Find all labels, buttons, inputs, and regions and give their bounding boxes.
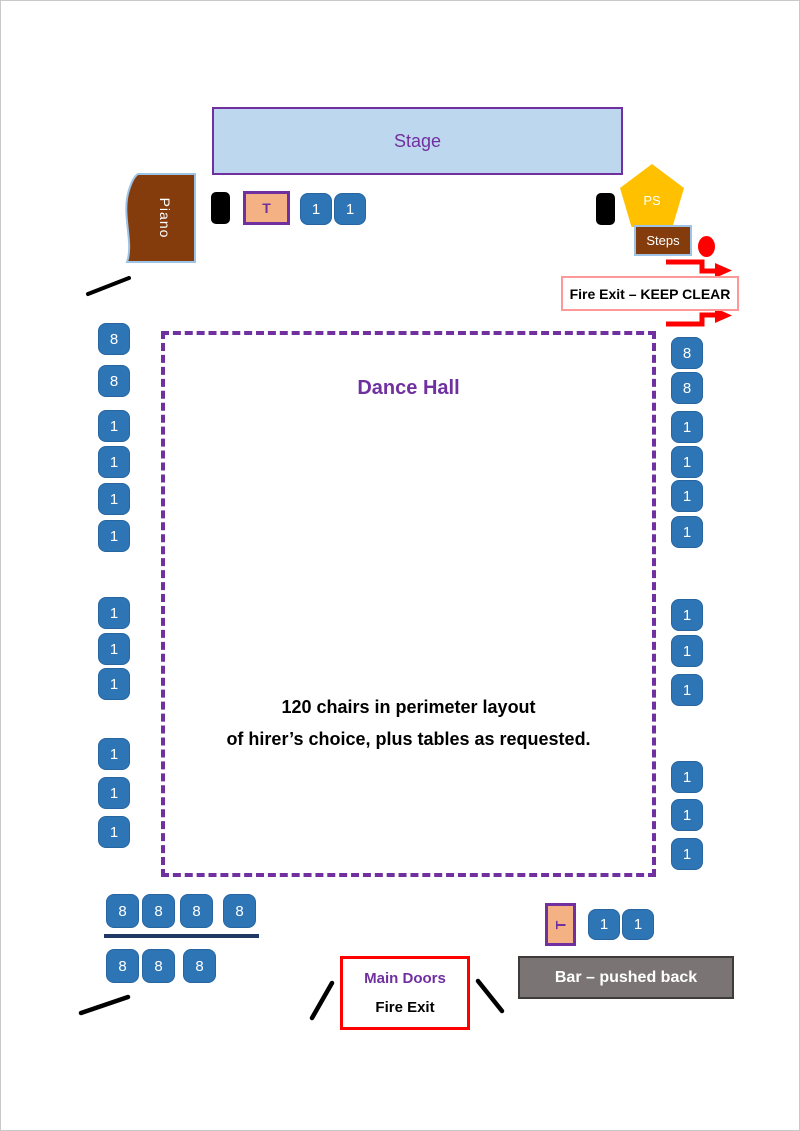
bar-table-label: T bbox=[552, 920, 569, 929]
door-swing-line-doors-right bbox=[475, 978, 505, 1014]
chair-left-10: 1 bbox=[98, 738, 130, 770]
chair-right-10: 1 bbox=[671, 761, 703, 793]
door-swing-line-bottom-left bbox=[78, 994, 131, 1016]
main-doors-fire-exit-label: Fire Exit bbox=[375, 998, 435, 1016]
stage-table: T bbox=[243, 191, 290, 225]
chair-left-5: 1 bbox=[98, 483, 130, 515]
bar-label: Bar – pushed back bbox=[554, 968, 698, 986]
ps-marker: PS bbox=[620, 164, 684, 227]
chair-right-9: 1 bbox=[671, 674, 703, 706]
stage: Stage bbox=[212, 107, 623, 175]
chair-right-11: 1 bbox=[671, 799, 703, 831]
chair-right-7: 1 bbox=[671, 599, 703, 631]
door-swing-line-doors-left bbox=[309, 980, 335, 1021]
chair-bottom-upper-1: 8 bbox=[106, 894, 139, 928]
main-doors-sign: Main Doors Fire Exit bbox=[340, 956, 470, 1030]
fire-exit-arrow-bottom bbox=[666, 308, 732, 327]
capacity-note-line2: of hirer’s choice, plus tables as reques… bbox=[226, 729, 591, 749]
chair-bottom-upper-2: 8 bbox=[142, 894, 175, 928]
stage-table-label: T bbox=[262, 200, 271, 216]
bar-table: T bbox=[545, 903, 576, 946]
chair-bar-2: 1 bbox=[622, 909, 654, 940]
chair-left-6: 1 bbox=[98, 520, 130, 552]
fire-exit-arrow-top bbox=[666, 259, 732, 278]
chair-left-1: 8 bbox=[98, 323, 130, 355]
chair-left-8: 1 bbox=[98, 633, 130, 665]
ps-label: PS bbox=[643, 193, 661, 208]
chair-bottom-lower-2: 8 bbox=[142, 949, 175, 983]
chair-bottom-lower-1: 8 bbox=[106, 949, 139, 983]
chair-left-7: 1 bbox=[98, 597, 130, 629]
chair-left-11: 1 bbox=[98, 777, 130, 809]
piano-shape bbox=[125, 173, 196, 263]
steps-label: Steps bbox=[646, 233, 680, 248]
chair-bottom-lower-3: 8 bbox=[183, 949, 216, 983]
chair-left-3: 1 bbox=[98, 410, 130, 442]
dance-hall-area bbox=[161, 331, 656, 877]
stage-label: Stage bbox=[393, 130, 442, 151]
divider-line bbox=[104, 934, 259, 938]
bar: Bar – pushed back bbox=[518, 956, 734, 999]
chair-bottom-upper-4: 8 bbox=[223, 894, 256, 928]
speaker-block-left bbox=[211, 192, 230, 224]
chair-left-4: 1 bbox=[98, 446, 130, 478]
chair-bar-1: 1 bbox=[588, 909, 620, 940]
chair-right-6: 1 bbox=[671, 516, 703, 548]
chair-right-1: 8 bbox=[671, 337, 703, 369]
chair-right-4: 1 bbox=[671, 446, 703, 478]
fire-exit-sign: Fire Exit – KEEP CLEAR bbox=[561, 276, 739, 311]
piano-label: Piano bbox=[157, 197, 173, 239]
speaker-block-right bbox=[596, 193, 615, 225]
chair-stage-1: 1 bbox=[300, 193, 332, 225]
chair-stage-2: 1 bbox=[334, 193, 366, 225]
chair-left-12: 1 bbox=[98, 816, 130, 848]
steps: Steps bbox=[634, 225, 692, 256]
chair-left-2: 8 bbox=[98, 365, 130, 397]
door-swing-line-top-left bbox=[86, 276, 131, 296]
chair-right-2: 8 bbox=[671, 372, 703, 404]
main-doors-label: Main Doors bbox=[364, 970, 446, 988]
capacity-note-line1: 120 chairs in perimeter layout bbox=[281, 697, 536, 717]
piano: Piano bbox=[117, 172, 199, 264]
chair-left-9: 1 bbox=[98, 668, 130, 700]
capacity-note: 120 chairs in perimeter layout of hirer’… bbox=[131, 691, 686, 755]
dance-hall-title: Dance Hall bbox=[357, 377, 460, 399]
red-oval-marker bbox=[698, 236, 715, 257]
chair-right-3: 1 bbox=[671, 411, 703, 443]
chair-right-8: 1 bbox=[671, 635, 703, 667]
chair-right-5: 1 bbox=[671, 480, 703, 512]
fire-exit-sign-label: Fire Exit – KEEP CLEAR bbox=[569, 285, 731, 302]
chair-right-12: 1 bbox=[671, 838, 703, 870]
chair-bottom-upper-3: 8 bbox=[180, 894, 213, 928]
